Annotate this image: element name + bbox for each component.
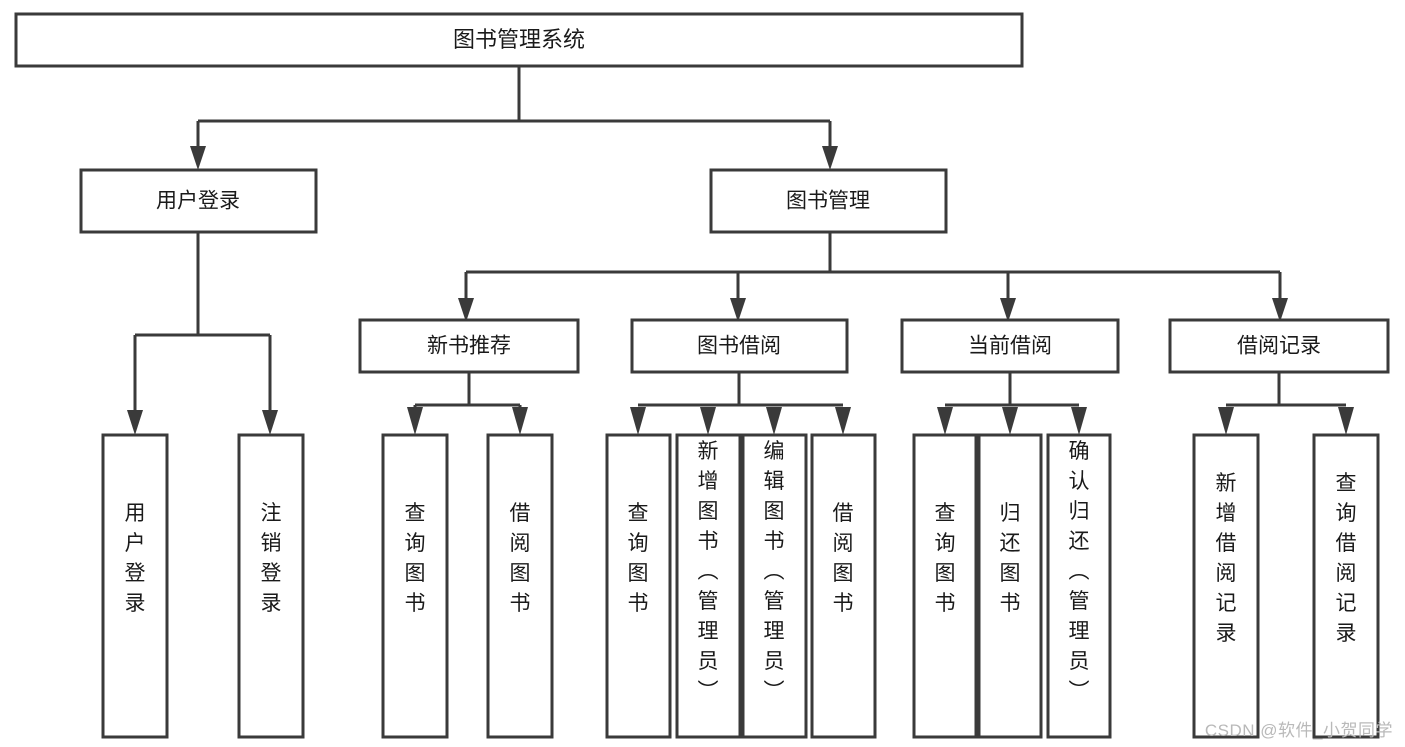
node-leaf-confirm-return[interactable]: 确认归还︵管理员︶ bbox=[1046, 433, 1112, 739]
node-leaf-return-book[interactable]: 归还图书 bbox=[977, 433, 1043, 739]
node-root-box bbox=[14, 12, 1024, 68]
node-leaf-add-book-label: 新增图书︵管理员︶ bbox=[698, 440, 719, 703]
arrow-current-leaf-2 bbox=[1002, 407, 1018, 435]
connector-group-book-management bbox=[458, 232, 1288, 322]
arrow-user-login-leaf-1 bbox=[127, 410, 143, 435]
arrow-root-to-book-management bbox=[822, 146, 838, 170]
arrow-borrow-leaf-2 bbox=[700, 407, 716, 435]
node-leaf-user-login[interactable]: 用户登录 bbox=[101, 433, 169, 739]
arrow-bm-to-current-borrow bbox=[1000, 298, 1016, 322]
node-leaf-confirm-return-box bbox=[1046, 433, 1112, 739]
node-book-management-label: 图书管理 bbox=[786, 190, 870, 213]
connector-group-new-book-recommend bbox=[407, 372, 528, 435]
node-leaf-add-book[interactable]: 新增图书︵管理员︶ bbox=[675, 433, 742, 739]
node-current-borrow-box bbox=[900, 318, 1120, 374]
node-current-borrow[interactable]: 当前借阅 bbox=[900, 318, 1120, 374]
node-new-book-recommend-label: 新书推荐 bbox=[427, 335, 511, 358]
node-user-login[interactable]: 用户登录 bbox=[79, 168, 318, 234]
node-leaf-query-book-2-label: 查询图书 bbox=[628, 502, 649, 615]
node-leaf-borrow-book-1-box bbox=[486, 433, 554, 739]
node-leaf-borrow-book-2-box bbox=[810, 433, 877, 739]
arrow-recommend-leaf-2 bbox=[512, 407, 528, 435]
node-leaf-query-book-2[interactable]: 查询图书 bbox=[605, 433, 672, 739]
node-leaf-borrow-book-2-label: 借阅图书 bbox=[833, 502, 854, 615]
node-leaf-user-login-label: 用户登录 bbox=[125, 502, 146, 615]
node-leaf-add-record[interactable]: 新增借阅记录 bbox=[1192, 433, 1260, 739]
node-root-label: 图书管理系统 bbox=[453, 27, 585, 52]
node-book-management-box bbox=[709, 168, 948, 234]
node-leaf-borrow-book-1-label: 借阅图书 bbox=[510, 502, 531, 615]
node-new-book-recommend-box bbox=[358, 318, 580, 374]
node-leaf-query-book-3[interactable]: 查询图书 bbox=[912, 433, 978, 739]
connector-group-borrow-record bbox=[1218, 372, 1354, 435]
node-leaf-query-record-label: 查询借阅记录 bbox=[1336, 472, 1357, 645]
node-borrow-record[interactable]: 借阅记录 bbox=[1168, 318, 1390, 374]
node-leaf-edit-book-box bbox=[741, 433, 808, 739]
node-leaf-return-book-box bbox=[977, 433, 1043, 739]
connector-group-book-borrow bbox=[630, 372, 851, 435]
node-leaf-borrow-book-2[interactable]: 借阅图书 bbox=[810, 433, 877, 739]
node-leaf-add-record-label: 新增借阅记录 bbox=[1216, 472, 1237, 645]
arrow-root-to-user-login bbox=[190, 146, 206, 170]
node-leaf-query-book-1-label: 查询图书 bbox=[405, 502, 426, 615]
node-leaf-query-book-3-label: 查询图书 bbox=[935, 502, 956, 615]
node-new-book-recommend[interactable]: 新书推荐 bbox=[358, 318, 580, 374]
node-user-login-box bbox=[79, 168, 318, 234]
node-leaf-add-record-box bbox=[1192, 433, 1260, 739]
node-leaf-logout-box bbox=[237, 433, 305, 739]
node-leaf-query-record[interactable]: 查询借阅记录 bbox=[1312, 433, 1380, 739]
arrow-bm-to-book-borrow bbox=[730, 298, 746, 322]
arrow-current-leaf-3 bbox=[1071, 407, 1087, 435]
connector-group-user-login bbox=[127, 232, 278, 435]
node-leaf-query-book-2-box bbox=[605, 433, 672, 739]
node-leaf-logout-label: 注销登录 bbox=[261, 502, 282, 615]
node-current-borrow-label: 当前借阅 bbox=[968, 335, 1052, 358]
node-borrow-record-box bbox=[1168, 318, 1390, 374]
arrow-borrow-leaf-4 bbox=[835, 407, 851, 435]
node-book-management[interactable]: 图书管理 bbox=[709, 168, 948, 234]
arrow-bm-to-borrow-record bbox=[1272, 298, 1288, 322]
arrow-bm-to-new-book-recommend bbox=[458, 298, 474, 322]
arrow-user-login-leaf-2 bbox=[262, 410, 278, 435]
node-leaf-query-book-1-box bbox=[381, 433, 449, 739]
node-leaf-edit-book[interactable]: 编辑图书︵管理员︶ bbox=[741, 433, 808, 739]
node-leaf-edit-book-label: 编辑图书︵管理员︶ bbox=[764, 440, 785, 703]
node-leaf-borrow-book-1[interactable]: 借阅图书 bbox=[486, 433, 554, 739]
arrow-borrow-leaf-3 bbox=[766, 407, 782, 435]
node-leaf-confirm-return-label: 确认归还︵管理员︶ bbox=[1069, 440, 1090, 703]
node-root-system[interactable]: 图书管理系统 bbox=[14, 12, 1024, 68]
node-book-borrow[interactable]: 图书借阅 bbox=[630, 318, 849, 374]
arrow-borrow-leaf-1 bbox=[630, 407, 646, 435]
node-book-borrow-box bbox=[630, 318, 849, 374]
node-user-login-label: 用户登录 bbox=[156, 190, 240, 213]
arrow-recommend-leaf-1 bbox=[407, 407, 423, 435]
node-leaf-add-book-box bbox=[675, 433, 742, 739]
connector-group-root bbox=[190, 66, 838, 170]
node-leaf-query-book-3-box bbox=[912, 433, 978, 739]
node-borrow-record-label: 借阅记录 bbox=[1237, 335, 1321, 358]
arrow-record-leaf-1 bbox=[1218, 407, 1234, 435]
arrow-current-leaf-1 bbox=[937, 407, 953, 435]
node-leaf-query-record-box bbox=[1312, 433, 1380, 739]
connector-group-current-borrow bbox=[937, 372, 1087, 435]
node-leaf-logout[interactable]: 注销登录 bbox=[237, 433, 305, 739]
node-leaf-user-login-box bbox=[101, 433, 169, 739]
node-leaf-query-book-1[interactable]: 查询图书 bbox=[381, 433, 449, 739]
node-book-borrow-label: 图书借阅 bbox=[697, 335, 781, 358]
node-leaf-return-book-label: 归还图书 bbox=[1000, 502, 1021, 615]
arrow-record-leaf-2 bbox=[1338, 407, 1354, 435]
